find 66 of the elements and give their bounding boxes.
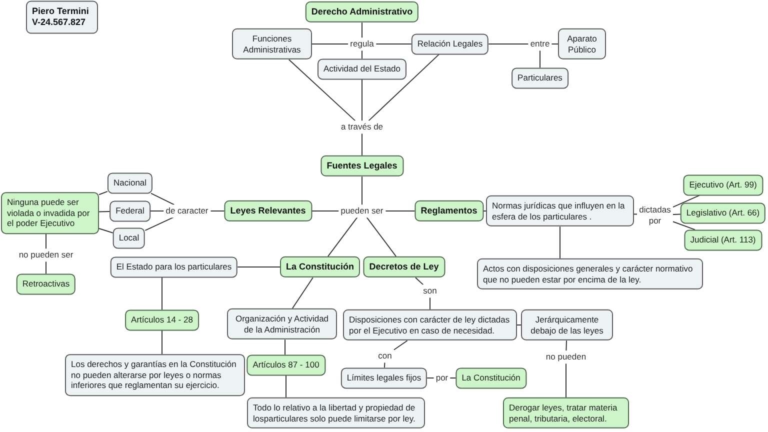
concept-box: La Constitución: [456, 368, 526, 388]
concept-box: Judicial (Art. 113): [684, 230, 762, 250]
concept-box: Jerárquicamente debajo de las leyes: [521, 309, 613, 341]
main-concept-box: Decretos de Ley: [363, 256, 445, 278]
linking-phrase: pueden ser: [338, 204, 386, 218]
connector-line: [672, 194, 700, 208]
connector-line: [327, 216, 358, 257]
linking-phrase: regula: [348, 38, 376, 50]
author-box: Piero Termini V-24.567.827: [26, 0, 98, 34]
connector-line: [292, 277, 314, 309]
main-concept-box: Derecho Administrativo: [305, 1, 419, 23]
concept-box: Los derechos y garantías en la Constitución no pueden alterarse por leyes o normas inferiores que reglamentan su ejercicio.: [65, 354, 245, 396]
concept-box: Aparato Público: [558, 28, 606, 60]
linking-phrase: son: [421, 284, 439, 298]
connector-line: [368, 54, 440, 122]
concept-box: Funciones Administrativas: [232, 28, 312, 60]
concept-box: Federal: [110, 200, 150, 222]
concept-box: Normas jurídicas que influyen en la esfera de los particulares .: [486, 195, 634, 227]
concept-box: El Estado para los particulares: [110, 256, 238, 278]
connector-line: [98, 190, 108, 196]
main-concept-box: La Constitución: [280, 256, 360, 278]
concept-box: Legislativo (Art. 66): [680, 202, 766, 224]
concept-box: Actividad del Estado: [317, 58, 407, 80]
connector-line: [144, 216, 174, 231]
linking-phrase: de caracter: [164, 204, 210, 218]
connector-line: [634, 214, 638, 215]
concept-box: Artículos 14 - 28: [125, 310, 199, 330]
main-concept-box: Leyes Relevantes: [224, 200, 312, 222]
concept-box: Actos con disposiciones generales y carácter normativo que no pueden estar por encima de la ley.: [477, 258, 703, 290]
linking-phrase: no pueden: [544, 350, 588, 364]
concept-box: Ninguna puede ser violada o invadida por el poder Ejecutivo: [1, 192, 99, 234]
connector-line: [311, 210, 340, 212]
connector-line: [384, 210, 416, 212]
concept-box: Disposiciones con carácter de ley dictadas por el Ejecutivo en caso de necesidad.: [343, 309, 517, 341]
connector-line: [393, 340, 408, 350]
connector-line: [210, 210, 225, 212]
linking-phrase: no pueden ser: [16, 248, 76, 262]
concept-box: Particulares: [512, 68, 568, 88]
connector-line: [415, 277, 424, 286]
main-concept-box: Reglamentos: [414, 200, 484, 222]
concept-box: Nacional: [107, 172, 153, 194]
connector-line: [284, 339, 286, 356]
concept-box: Relación Legales: [411, 34, 489, 54]
concept-box: Organización y Actividad de la Administración: [227, 308, 337, 340]
connector-line: [516, 324, 522, 326]
linking-phrase: a través de: [338, 120, 386, 134]
linking-phrase: con: [376, 350, 394, 362]
connector-line: [237, 266, 280, 268]
connector-line: [288, 59, 356, 122]
connector-line: [566, 340, 567, 352]
connector-line: [366, 216, 397, 257]
linking-phrase: dictadas por: [637, 203, 673, 227]
concept-box: Ejecutivo (Art. 99): [683, 174, 763, 196]
concept-box: Artículos 87 - 100: [246, 354, 326, 376]
concept-box: Retroactivas: [16, 274, 76, 294]
connector-line: [98, 211, 110, 212]
connector-line: [672, 221, 696, 230]
connector-line: [672, 214, 681, 215]
concept-box: Límites legales fijos: [340, 368, 428, 388]
main-concept-box: Fuentes Legales: [320, 155, 404, 177]
connector-line: [98, 228, 114, 234]
concept-box: Todo lo relativo a la libertad y propiedad de losparticulares solo puede limitarse por ley.: [247, 397, 425, 429]
connector-line: [150, 192, 175, 206]
connector-line: [150, 210, 164, 212]
concept-box: Local: [112, 228, 146, 248]
concept-box: Derogar leyes, tratar materia penal, tributaria, electoral.: [503, 397, 629, 429]
